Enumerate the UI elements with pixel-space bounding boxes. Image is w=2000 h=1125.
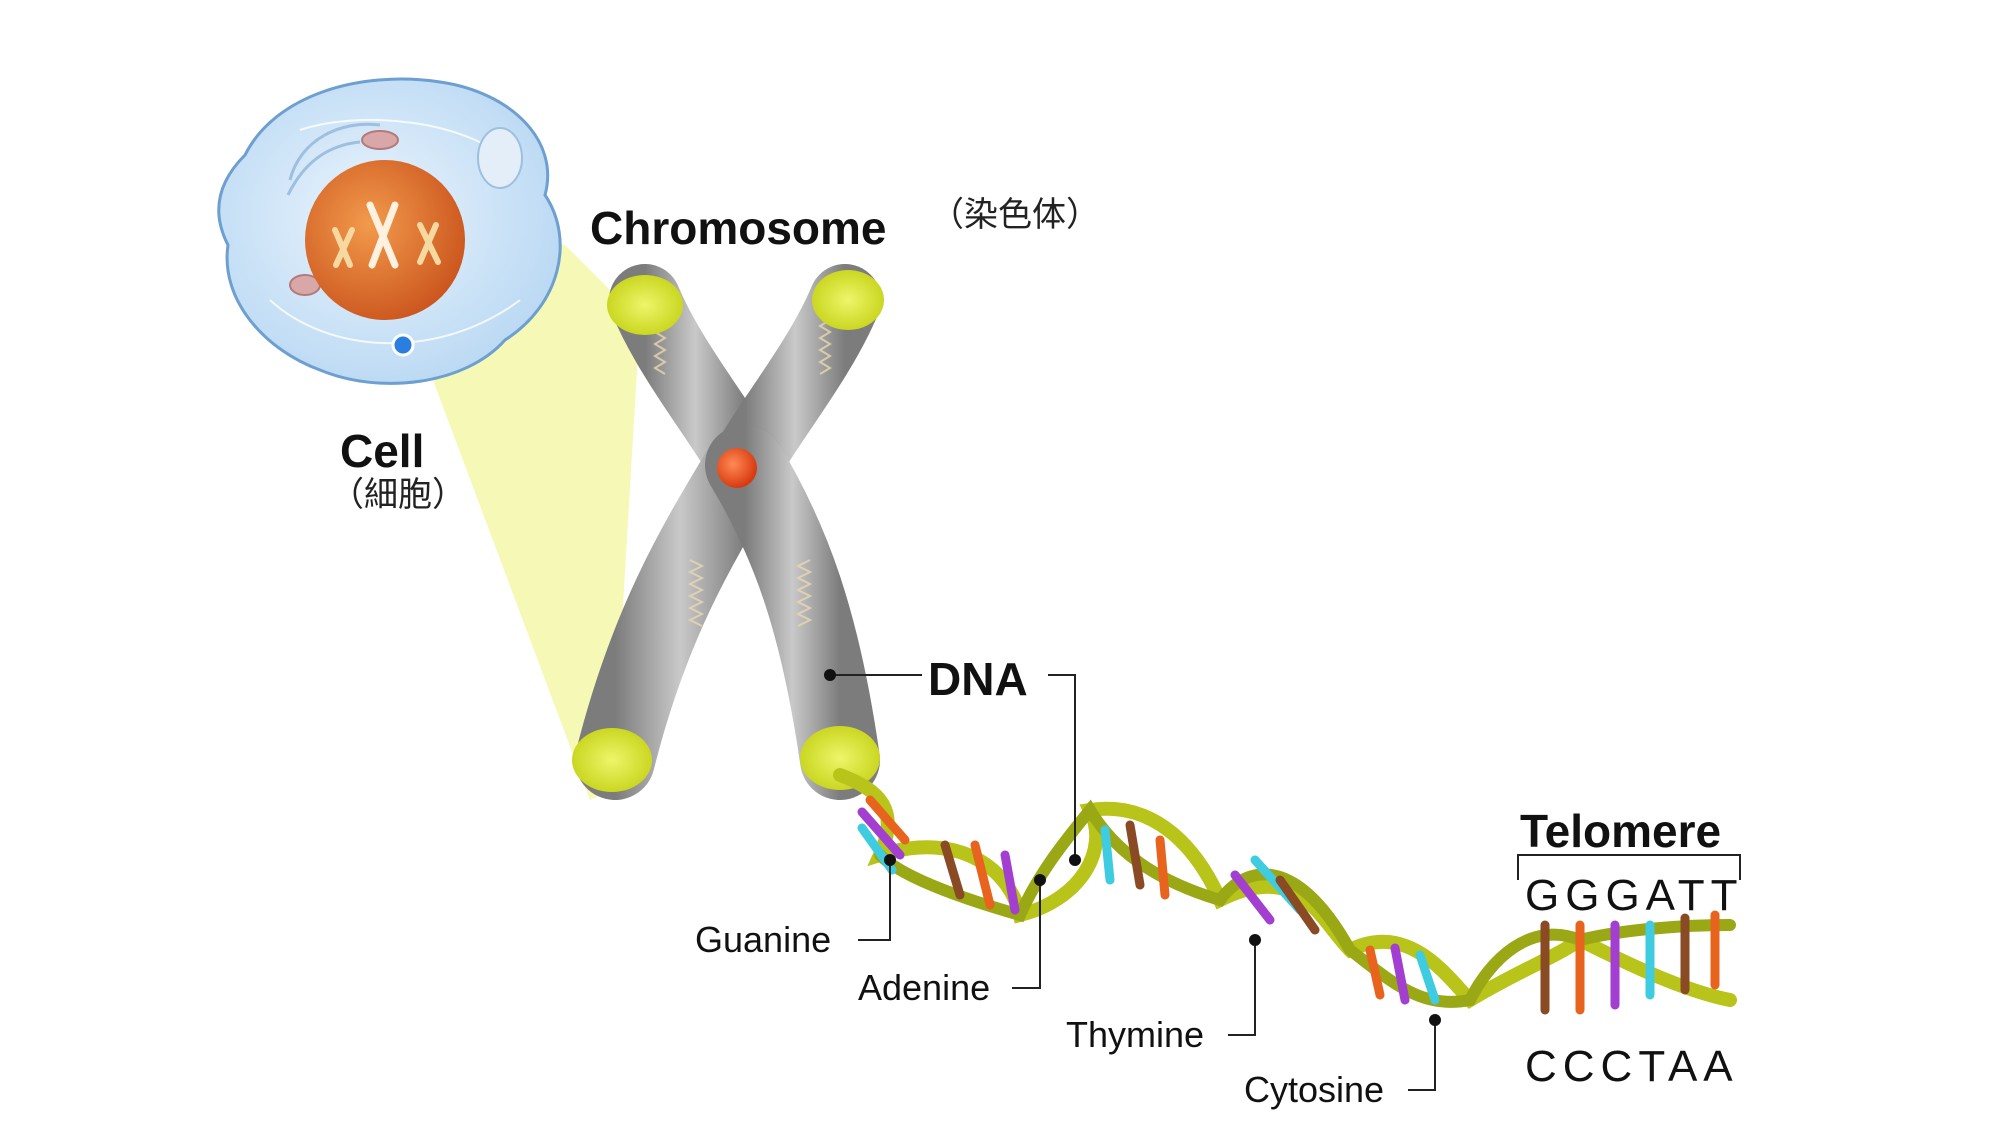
adenine-leader: [1012, 880, 1041, 989]
telomere-label: Telomere: [1520, 805, 1722, 857]
base-pair-rung: [857, 807, 905, 860]
base-pair-rung: [1390, 943, 1410, 1005]
leader-dot: [1069, 854, 1081, 866]
vacuole: [477, 127, 523, 189]
dna-leader: [1048, 674, 1076, 860]
base-pair-rung: [1000, 850, 1020, 915]
chromosome-label-jp: （染色体）: [930, 195, 1100, 235]
base-pair-rung: [1230, 870, 1275, 925]
base-pair-rung: [865, 795, 910, 845]
base-pair-rung: [1365, 945, 1385, 1000]
base-pair-rung: [1275, 875, 1320, 935]
base-pair-rung: [940, 840, 965, 900]
cell-label: Cell: [340, 425, 425, 477]
thymine-label: Thymine: [1066, 1014, 1205, 1055]
base-pair-rung: [1100, 825, 1115, 885]
centrosome: [391, 333, 415, 357]
leader-dot: [1249, 934, 1261, 946]
cell-illustration: [217, 77, 562, 385]
leader-dot: [884, 854, 896, 866]
leader-dot: [824, 669, 836, 681]
adenine-label: Adenine: [858, 967, 991, 1008]
mitochondrion: [361, 130, 399, 150]
telomere-tip: [812, 270, 884, 330]
guanine-leader: [858, 860, 891, 941]
centromere: [717, 448, 757, 488]
telomere-bracket: [1517, 854, 1741, 880]
guanine-label: Guanine: [695, 919, 832, 960]
thymine-leader: [1228, 940, 1256, 1036]
cell-label-jp: （細胞）: [330, 475, 466, 515]
base-pair-rung: [1415, 950, 1440, 1005]
cytosine-leader: [1408, 1020, 1436, 1091]
leader-dot: [1034, 874, 1046, 886]
leader-dot: [1429, 1014, 1441, 1026]
chromosome-illustration: [572, 264, 884, 800]
telomere-bottom-sequence: CCCTAA: [1525, 1042, 1739, 1091]
base-pair-rung: [1125, 820, 1145, 890]
telomere-tip: [607, 275, 683, 335]
telomere-tip: [572, 728, 652, 792]
dna-label: DNA: [928, 653, 1028, 705]
chromosome-label: Chromosome: [590, 202, 887, 254]
leader-lines: [830, 674, 1741, 1091]
chromosome-arm: [705, 425, 880, 800]
telomere-tip: [800, 726, 880, 790]
base-pair-rung: [1155, 835, 1170, 900]
base-pairs: [857, 795, 1720, 1015]
cytosine-label: Cytosine: [1244, 1069, 1385, 1110]
base-pair-rung: [970, 840, 995, 910]
telomere-top-sequence: GGGATT: [1525, 871, 1744, 920]
leader-dots: [824, 669, 1441, 1026]
